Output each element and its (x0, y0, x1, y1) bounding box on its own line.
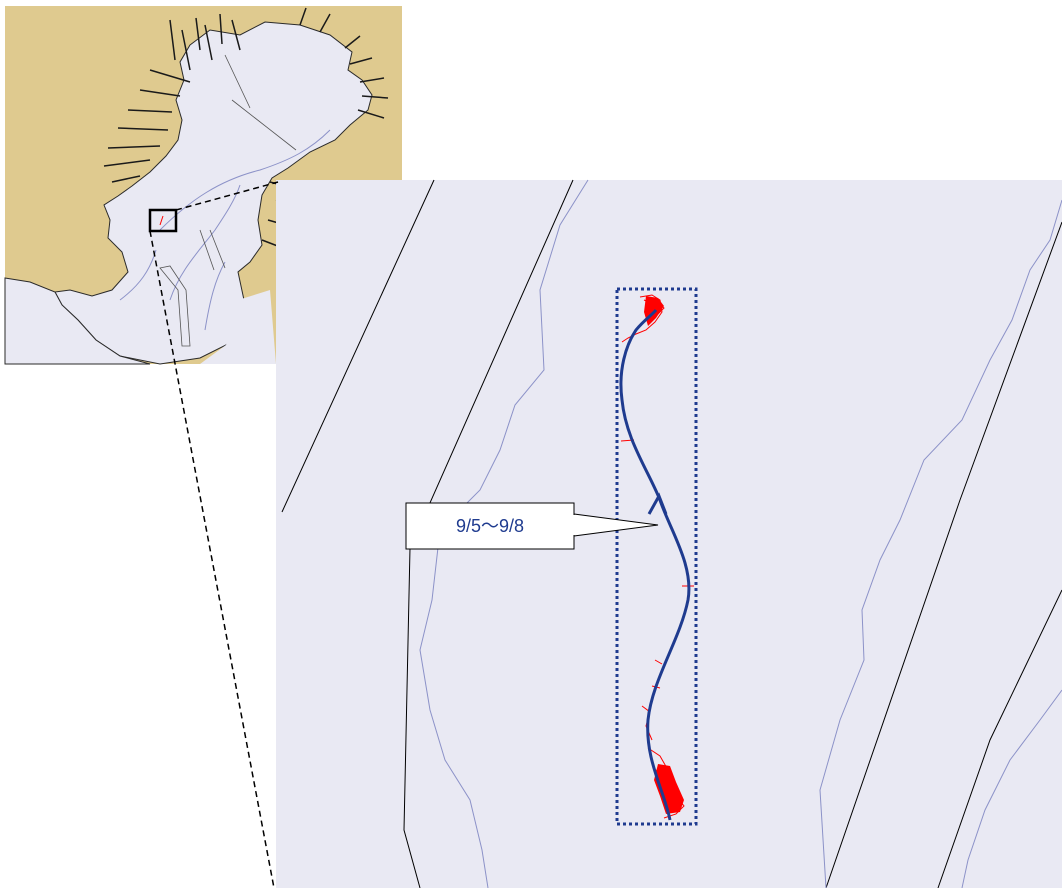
locator-rectangle-icon (148, 208, 178, 233)
obs-cluster-south-fill (654, 764, 684, 814)
overview-track-mark (159, 215, 164, 226)
overview-outer-sea-right (200, 290, 276, 364)
period-callout: 9/5～9/8 (405, 502, 659, 550)
arrowhead-icon (647, 492, 668, 515)
leader-lines (149, 181, 279, 888)
leader-line-top (175, 181, 279, 211)
detail-map (276, 179, 1062, 888)
vessel-track (619, 309, 691, 821)
leader-line-bottom (149, 230, 275, 888)
selection-box (615, 287, 698, 826)
callout-label: 9/5～9/8 (456, 516, 524, 536)
overview-bay-water (54, 21, 373, 365)
detail-lane-lines (281, 179, 1062, 888)
callout-box (405, 502, 575, 550)
overview-lanes (159, 54, 297, 347)
overview-outer-sea (4, 277, 151, 365)
callout-pointer (573, 513, 659, 537)
